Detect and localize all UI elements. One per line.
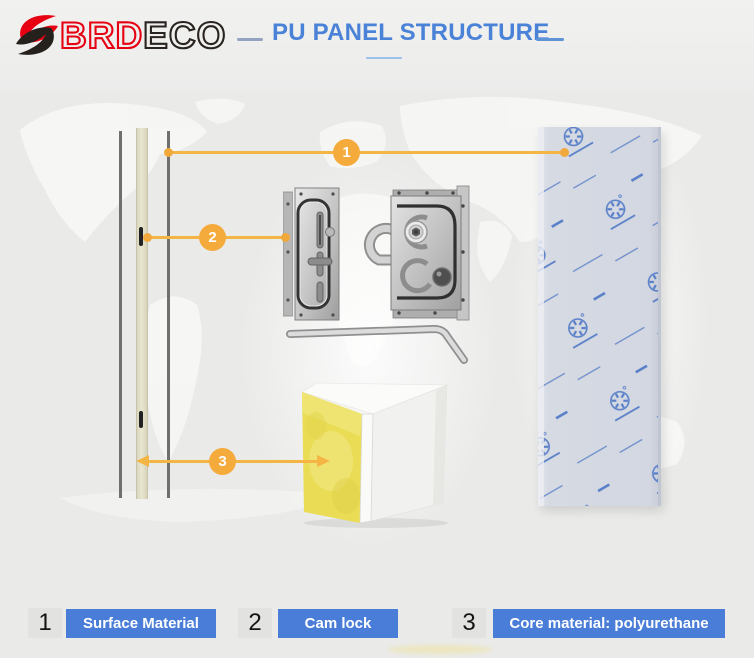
panel-skin-line-outer [119, 131, 122, 498]
legend-number-3: 3 [452, 608, 486, 638]
legend-number-1: 1 [28, 608, 62, 638]
legend-number-2: 2 [238, 608, 272, 638]
callout-arrow-1 [168, 151, 565, 154]
cam-lock-hook-plate-photo [363, 185, 470, 321]
surface-panel-photo [538, 127, 661, 506]
legend-label-surface-material: Surface Material [66, 609, 216, 638]
callout-arrow-2-dot [143, 233, 152, 242]
brand-leaf-icon [16, 15, 59, 55]
callout-arrow-3-head [317, 455, 330, 467]
legend-label-cam-lock: Cam lock [278, 609, 398, 638]
header [0, 0, 754, 92]
cam-lock-face-plate-photo [283, 187, 340, 321]
cam-lock-slot [139, 411, 143, 428]
cam-lock-slot [139, 227, 143, 246]
page-title: PU PANEL STRUCTURE [272, 19, 550, 46]
brand-name: BRDECO [59, 14, 227, 58]
title-dash-left [237, 38, 263, 41]
title-dash-right [536, 38, 564, 41]
panel-core-strip [136, 128, 148, 499]
pu-foam-block-photo [301, 382, 448, 528]
brand-name-red: BRD [59, 14, 144, 57]
foam-reflection [388, 645, 492, 654]
callout-arrow-1-dot [560, 148, 569, 157]
legend-label-core-material: Core material: polyurethane [493, 609, 725, 638]
callout-arrow-1-dot [164, 148, 173, 157]
brand-name-dark: ECO [142, 14, 227, 57]
panel-skin-line-inner [167, 131, 170, 498]
callout-arrow-2-dot [281, 233, 290, 242]
callout-badge-2: 2 [199, 224, 226, 251]
callout-badge-1: 1 [333, 139, 360, 166]
callout-badge-3: 3 [209, 448, 236, 475]
title-underline [366, 57, 402, 59]
callout-arrow-3-head [136, 455, 149, 467]
allen-key-photo [286, 324, 468, 364]
